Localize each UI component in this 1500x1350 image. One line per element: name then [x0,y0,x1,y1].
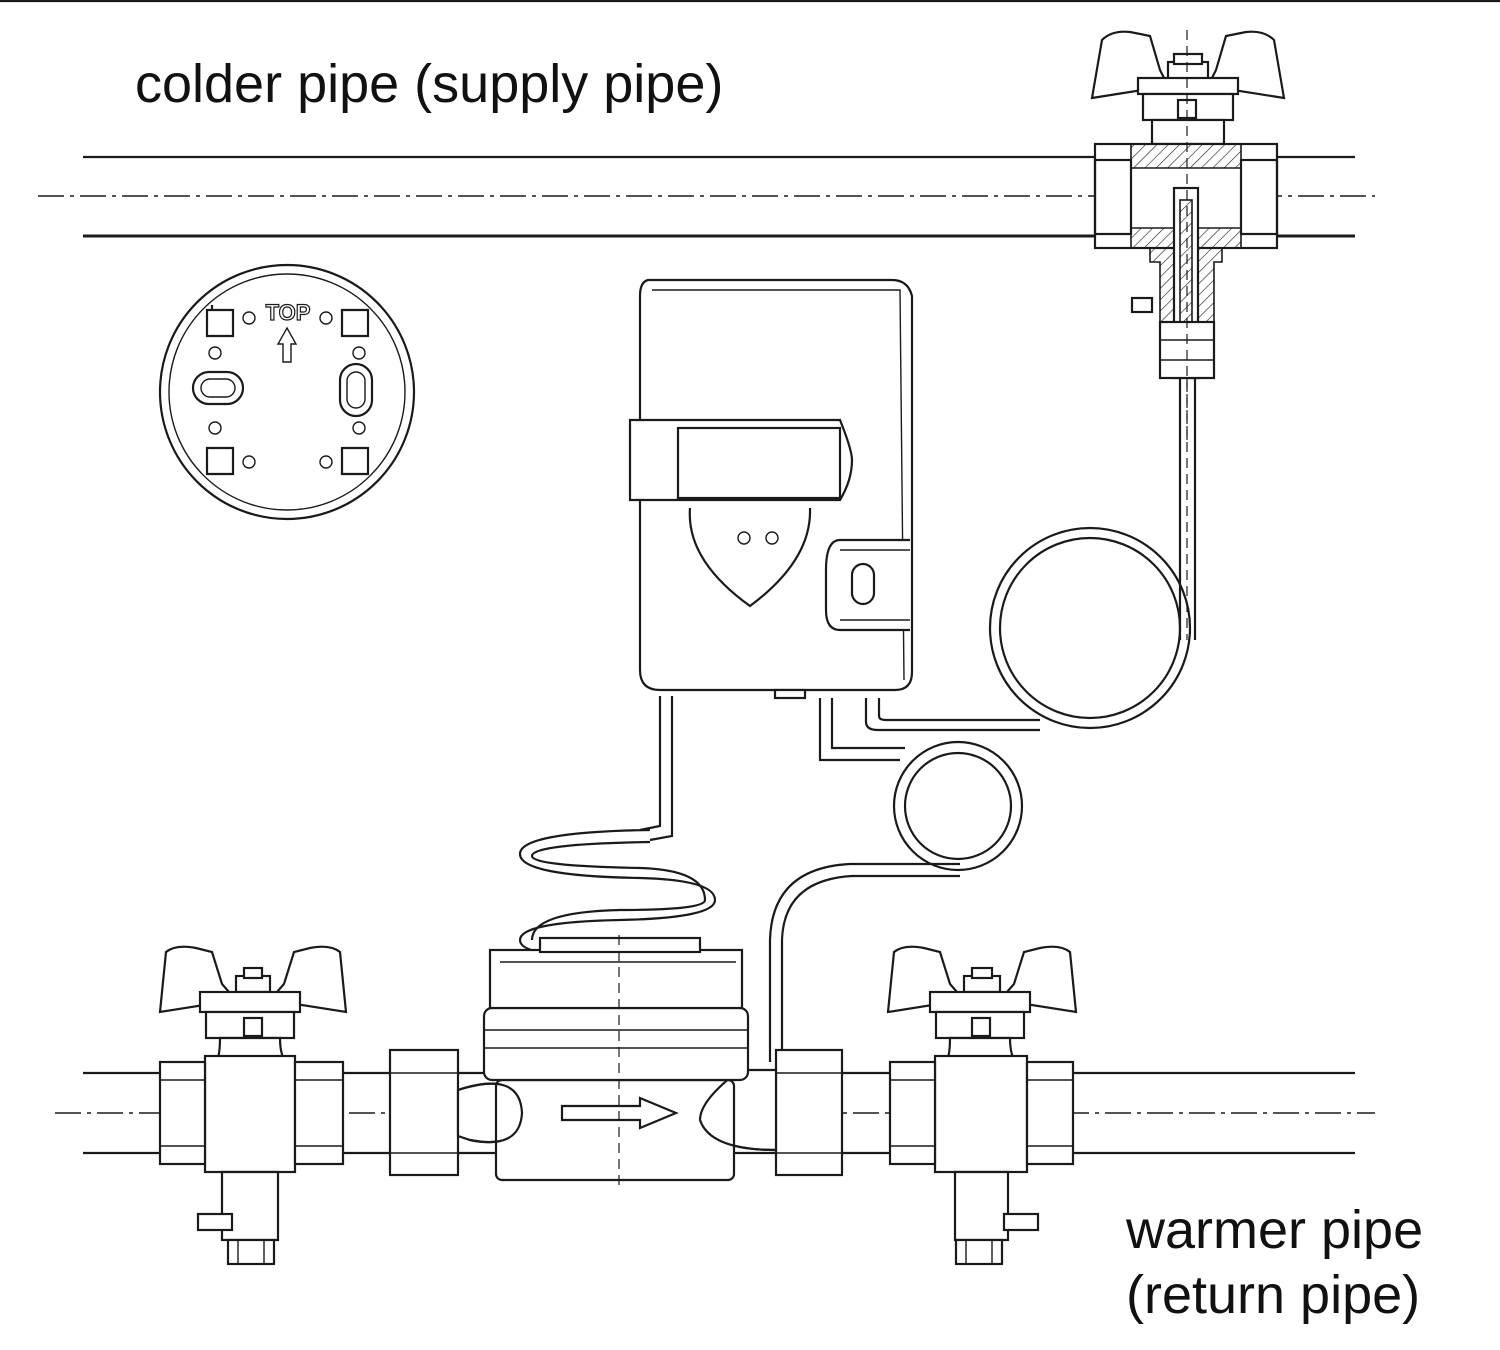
wall-mount-plate: TOP [158,263,416,521]
return-ball-valve-left [158,945,348,1266]
return-pipe-label-line1: warmer pipe [1126,1200,1424,1260]
return-pipe-label-line2: (return pipe) [1126,1264,1421,1325]
supply-sensor-cable [864,378,1197,732]
return-sensor-cable [768,698,1024,1062]
supply-ball-valve [1090,30,1286,440]
return-ball-valve-right [886,945,1078,1266]
flow-meter [388,935,844,1185]
return-pipe-label: warmer pipe (return pipe) [1126,1198,1423,1328]
heat-meter-calculator [628,278,914,700]
mount-top-label: TOP [266,300,311,325]
supply-pipe-label: colder pipe (supply pipe) [135,54,724,114]
flow-sensor-cable [518,696,717,956]
